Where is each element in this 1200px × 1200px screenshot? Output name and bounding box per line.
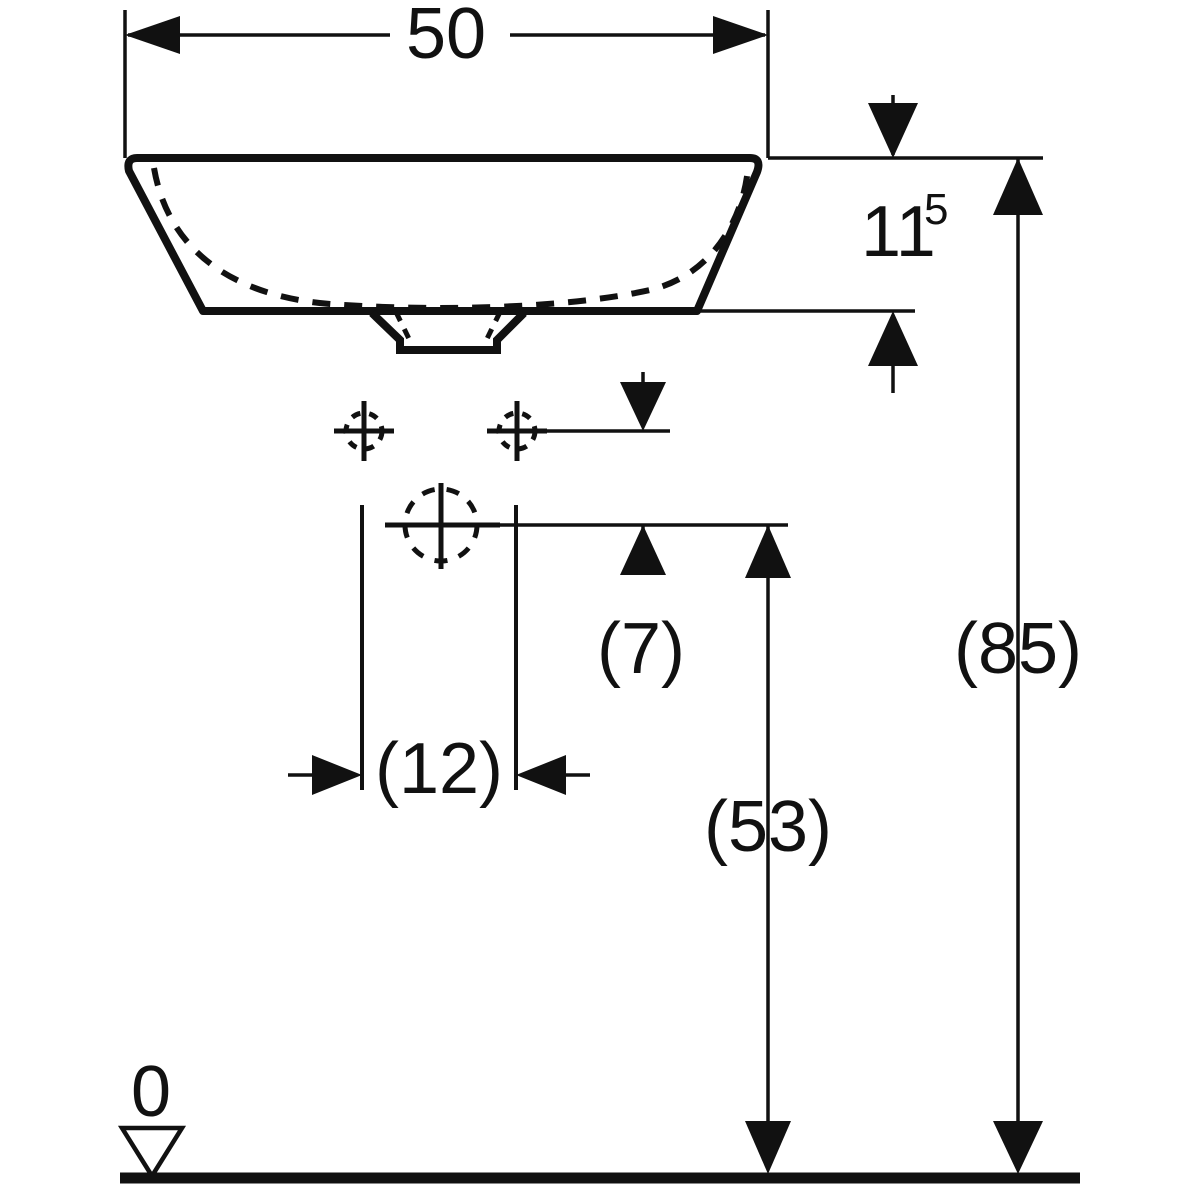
arrow-head-depth-upper <box>868 103 918 158</box>
waste-trap-outline <box>369 310 527 354</box>
arrow-head-fiftythree-top <box>745 525 791 578</box>
dimension-label-basin-height-superscript: 5 <box>924 185 948 234</box>
dimension-label-rim-height: (85) <box>954 609 1082 689</box>
arrow-head-seven-top <box>620 382 666 431</box>
tap-hole-marker-right <box>487 401 547 461</box>
arrow-head-twelve-left <box>312 755 362 795</box>
drain-circle <box>402 486 480 564</box>
drain-marker <box>385 483 500 569</box>
arrow-head-seven-bottom <box>620 525 666 575</box>
arrow-head-eightyfive-bottom <box>993 1121 1043 1174</box>
arrow-head-depth-lower <box>868 311 918 366</box>
dimension-label-tap-hole-spacing: (12) <box>375 729 503 809</box>
floor-datum-label: 0 <box>131 1052 171 1132</box>
arrow-head-twelve-right <box>516 755 566 795</box>
dimension-label-width: 50 <box>406 0 486 74</box>
arrow-head-width-right <box>713 16 768 54</box>
tap-hole-marker-left <box>334 401 394 461</box>
tap-hole-left-circle <box>343 410 385 452</box>
floor-datum-triangle-icon <box>117 1125 187 1181</box>
arrow-head-width-left <box>125 16 180 54</box>
dimension-label-drain-offset: (7) <box>597 609 685 689</box>
waste-trap-dash-left <box>393 310 415 347</box>
waste-trap-dash-right <box>481 310 503 347</box>
dimension-label-basin-height: 11 <box>861 192 936 272</box>
tap-hole-right-circle <box>496 410 538 452</box>
arrow-head-fiftythree-bottom <box>745 1121 791 1174</box>
basin-inner-contour <box>151 167 751 311</box>
arrow-head-eightyfive-top <box>993 158 1043 215</box>
dimension-label-basin-underside-height: (53) <box>704 787 832 867</box>
